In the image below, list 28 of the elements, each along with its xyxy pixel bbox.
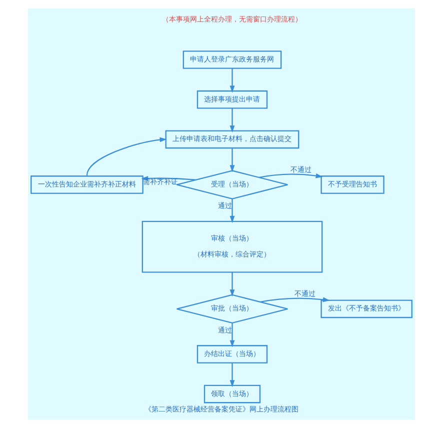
arrow	[260, 297, 330, 302]
node-box: 领取（当场）	[203, 384, 260, 404]
node-box: 不予受理告知书	[320, 176, 384, 194]
arrow	[229, 323, 234, 348]
node-box: 选择事项提出申请	[196, 90, 268, 109]
label: （本事项网上全程办理，无需窗口办理流程）	[162, 14, 302, 24]
node-box: 发出《不予备案告知书》	[320, 300, 412, 318]
arrow	[229, 272, 234, 297]
arrow	[229, 198, 234, 223]
arrow	[229, 148, 234, 172]
arrow	[229, 363, 234, 388]
arrow	[86, 137, 166, 176]
node-box: 申请人登录广东政务服务网	[182, 50, 282, 69]
node-box: 上传申请表和电子材料，点击确认提交	[164, 130, 299, 149]
arrow	[229, 68, 234, 93]
edge-label: 不通过	[290, 164, 311, 174]
edge-label: 需补齐补证	[142, 177, 178, 186]
edge-label: 通过	[217, 200, 232, 210]
arrow	[258, 173, 322, 178]
node-diamond: 受理（当场）	[176, 170, 288, 200]
edge-label: 不通过	[294, 289, 316, 298]
node-box: 一次性告知企业需补齐补正材料	[30, 176, 143, 194]
node-box: 审核（当场） （材料审核，综合评定）	[141, 220, 322, 273]
node-diamond: 审批（当场）	[176, 294, 288, 324]
arrow	[229, 108, 234, 133]
node-box: 办结出证（当场）	[196, 345, 268, 364]
caption: 《第二类医疗器械经营备案凭证》网上办理流程图	[144, 404, 298, 414]
edge-label: 通过	[217, 325, 232, 334]
